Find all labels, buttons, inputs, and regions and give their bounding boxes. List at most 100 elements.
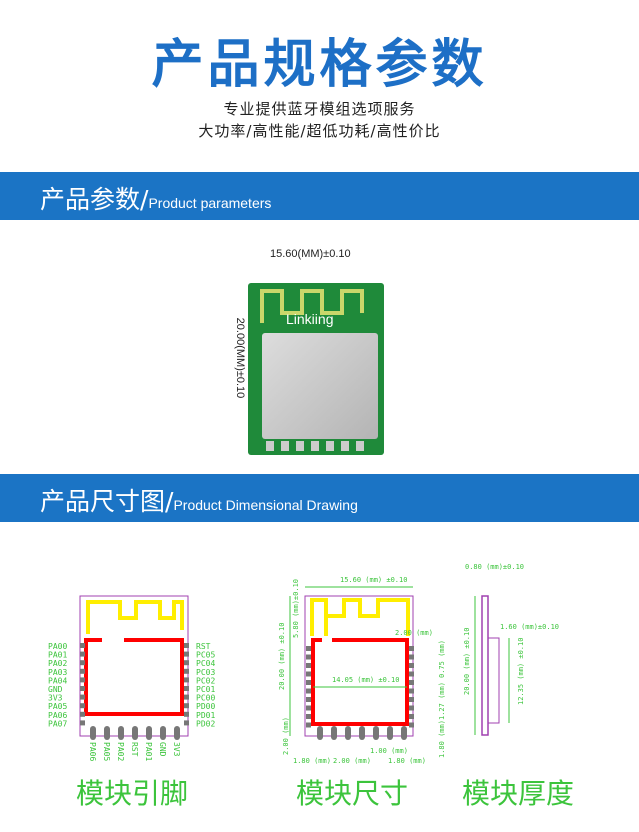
pin-label: PC02: [196, 676, 215, 685]
module-height-label: 20.00(MM)±0.10: [234, 317, 246, 399]
pin-label: RST: [196, 642, 211, 651]
pin-label: PA05: [102, 742, 111, 761]
antenna-dim: 5.80 (mm)±0.10: [292, 579, 300, 638]
pin-pad: [184, 694, 189, 700]
pin-pad: [409, 663, 414, 668]
pin-pad: [409, 714, 414, 719]
pin-pad: [146, 726, 152, 740]
pin-label: PC01: [196, 685, 215, 694]
pin-pad: [306, 705, 311, 711]
pin-label: PA01: [144, 742, 153, 761]
pin-pad: [184, 720, 189, 726]
pin-pad: [409, 697, 414, 702]
section-banner-dimensions: 产品尺寸图/Product Dimensional Drawing: [0, 474, 639, 522]
pitch-top-dim: 0.75 (mm): [438, 640, 446, 678]
pin-pad: [306, 688, 311, 694]
antenna-trace: [260, 289, 364, 323]
pin-pad: [306, 646, 311, 651]
pinout-caption: 模块引脚: [76, 777, 189, 810]
board-thickness: 0.80 (mm)±0.10: [465, 563, 524, 571]
brand-label: Linkiing: [286, 311, 334, 327]
pads: [266, 441, 370, 451]
pin-label: RST: [130, 742, 139, 757]
pin-pad: [184, 668, 189, 674]
pin-pad: [80, 694, 85, 700]
pin-label: PC03: [196, 668, 215, 677]
pin-pad: [409, 680, 414, 685]
pin-label: 3V3: [172, 742, 181, 757]
right-margin-dim: 1.80 (mm): [388, 757, 426, 765]
pin-pad: [306, 697, 311, 702]
pin-pad: [409, 671, 414, 677]
shield-can: [262, 333, 378, 439]
separator: /: [165, 487, 174, 516]
shield-thickness: 1.60 (mm)±0.10: [500, 623, 559, 631]
pin-label: PD02: [196, 719, 215, 728]
pin-label: PC04: [196, 659, 215, 668]
pin-label: PA05: [48, 702, 67, 711]
pin-pad: [118, 726, 124, 740]
thickness-caption: 模块厚度: [462, 777, 575, 810]
section-subtitle: Product Dimensional Drawing: [173, 497, 358, 513]
pin-pad: [80, 686, 85, 691]
pin-pad: [306, 714, 311, 719]
pin-pad: [345, 726, 351, 740]
pin-pad: [306, 671, 311, 677]
pin-pad: [104, 726, 110, 740]
pin-label: PA06: [88, 742, 97, 761]
pin-pad: [331, 726, 337, 740]
pin-pad: [132, 726, 138, 740]
pin-pad: [80, 651, 85, 657]
pin-pad: [80, 668, 85, 674]
pin-pad: [306, 722, 311, 728]
pin-pad: [184, 686, 189, 691]
pin-pad: [306, 680, 311, 685]
shield-height: 12.35 (mm) ±0.10: [517, 638, 525, 705]
pin-label: PA02: [48, 659, 67, 668]
pin-label: GND: [158, 742, 167, 757]
pin-pad: [317, 726, 323, 740]
pin-label: PC00: [196, 694, 215, 703]
height-dim: 20.00 (mm) ±0.10: [278, 623, 286, 690]
module-photo: Linkiing: [248, 283, 384, 455]
pin-pad: [409, 654, 414, 660]
pin-pad: [80, 703, 85, 709]
bottom-edge-dim: 2.00 (mm): [282, 717, 290, 755]
dimension-diagram: 15.60 (mm) ±0.10 14.05 (mm) ±0.10 2.00 (…: [278, 576, 446, 765]
dimension-caption: 模块尺寸: [296, 777, 409, 810]
pin-label: PA02: [116, 742, 125, 761]
pin-pad: [359, 726, 365, 740]
pin-label: 3V3: [48, 694, 63, 703]
pin-pad: [409, 688, 414, 694]
section-title: 产品尺寸图: [40, 487, 166, 516]
pin-pad: [184, 643, 189, 648]
subtitle-2: 大功率/高性能/超低功耗/高性价比: [198, 122, 441, 140]
pin-pad: [387, 726, 393, 740]
pin-pad: [306, 654, 311, 660]
pin-label: PA03: [48, 668, 67, 677]
page-title: 产品规格参数: [151, 35, 488, 95]
pin-pad: [409, 722, 414, 728]
section-subtitle: Product parameters: [148, 195, 272, 211]
pitch-dim: 1.27 (mm): [438, 682, 446, 720]
separator: /: [140, 185, 149, 214]
pad-dim: 1.00 (mm): [370, 747, 408, 755]
pin-pad: [174, 726, 180, 740]
pin-pad: [184, 660, 189, 666]
pin-label: PC05: [196, 651, 215, 660]
pin-pad: [80, 643, 85, 648]
edge-dim: 2.00 (mm): [395, 629, 433, 637]
pin-pad: [80, 720, 85, 726]
pin-label: PA00: [48, 642, 67, 651]
bottom-gap-dim: 1.80 (mm): [438, 720, 446, 758]
module-width-label: 15.60(MM)±0.10: [270, 248, 351, 260]
pin-label: PA01: [48, 651, 67, 660]
pin-pad: [80, 677, 85, 683]
subtitle-1: 专业提供蓝牙模组选项服务: [223, 100, 416, 118]
pin-pad: [184, 711, 189, 717]
module-height: 20.00 (mm) ±0.10: [463, 628, 471, 695]
pin-pad: [80, 711, 85, 717]
pin-pad: [373, 726, 379, 740]
section-banner-parameters: 产品参数/Product parameters: [0, 172, 639, 220]
